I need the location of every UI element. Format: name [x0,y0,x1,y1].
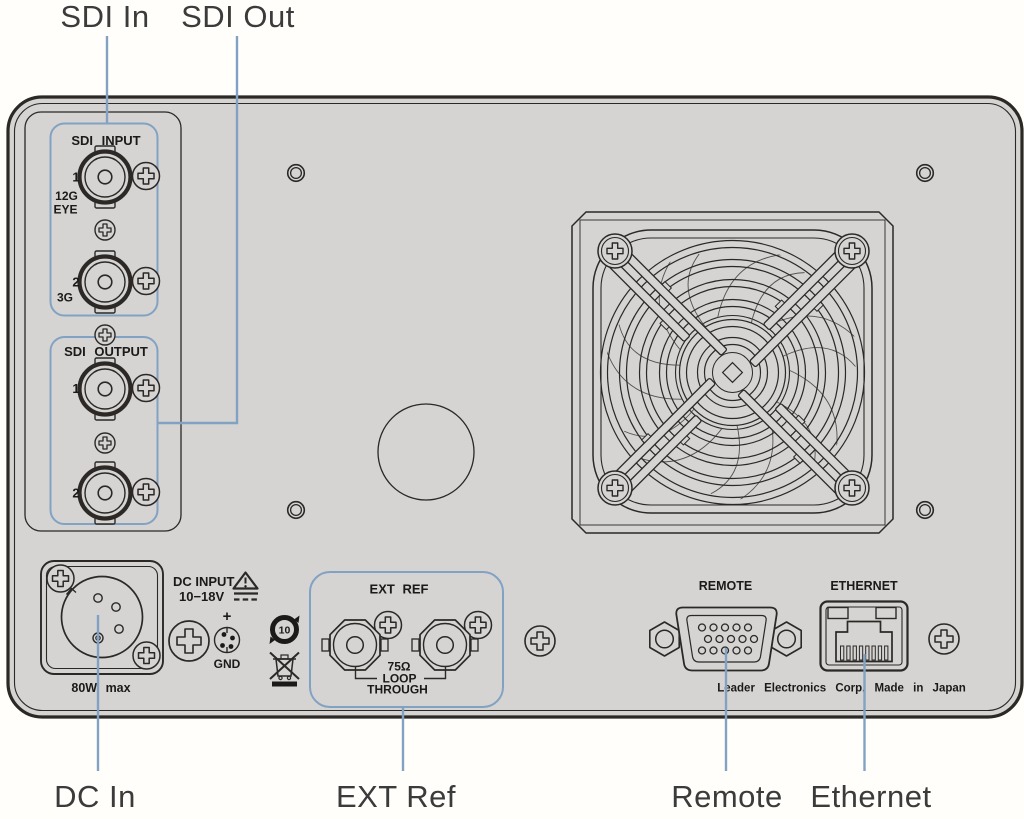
rj45-pins [840,645,889,661]
ext-ref-loop: LOOP [382,672,416,686]
sdi-output-1-label: 1 [72,381,79,396]
rj45-led-window [875,606,897,620]
ethernet-title: ETHERNET [830,579,898,593]
rj45-led-window [827,606,849,620]
fan-blades [605,245,857,500]
screw-icon [524,625,556,657]
screw-icon [94,432,116,454]
screw-icon [46,564,75,593]
sdi-input-section: SDI INPUT 1 12G EYE 2 3G [49,122,161,317]
db15-connector-shell [675,606,778,672]
screw-icon [597,470,633,506]
ext-ref-impedance: 75Ω [388,660,411,674]
rj45-port-opening [835,620,893,663]
loop-through-bracket-left [354,666,377,680]
sdi-input-outline-box [49,122,159,317]
remote-title: REMOTE [699,579,752,593]
screw-icon [132,641,161,670]
weee-bin-icon [269,651,300,687]
screw-icon [928,623,960,655]
callout-label-sdi-out: SDI Out [181,0,295,34]
sdi-input-2-rate: 3G [57,291,73,305]
fan-guard-outer [592,229,873,514]
screw-icon [834,233,870,269]
dc-voltage-label: 10−18V [179,589,225,604]
fan-plate-inner [579,219,886,526]
sdi-input-1-mode: EYE [53,203,77,217]
callout-lines [96,36,866,771]
sdi-input-1-label: 1 [72,170,79,185]
remote-section: REMOTE [648,579,803,672]
screw-icon [131,477,161,507]
callout-label-dc-in: DC In [54,779,136,814]
sdi-output-title: SDI OUTPUT [64,344,148,359]
callout-label-sdi-in: SDI In [60,0,149,34]
dc-power-rating: 80W max [71,681,130,695]
dc-input-label: DC INPUT [173,574,234,589]
xlr-connector-barrel [60,575,144,659]
callout-line-sdi-out [157,36,239,425]
fan-guard-rings [599,239,866,506]
ext-ref-through: THROUGH [367,683,428,697]
xlr-connector-frame-inner [45,565,159,670]
sdi-module-plate [24,111,182,532]
sdi-output-section: SDI OUTPUT 1 2 [49,324,161,524]
callout-label-remote: Remote [671,779,783,814]
screw-icon [131,373,161,403]
sdi-input-2-label: 2 [72,275,79,290]
sdi-input-title: SDI INPUT [71,133,140,148]
rohs-icon: 10 [269,615,300,644]
rear-panel: SDI INPUT 1 12G EYE 2 3G SDI OUTPUT 1 2 [6,95,1024,719]
xlr-pin [114,624,124,634]
ext-ref-section: EXT REF 75Ω LOOP THROUGH [309,571,504,708]
xlr-pin [111,602,121,612]
fan-assembly [571,211,894,534]
callout-label-ext-ref: EXT Ref [336,779,456,814]
callout-label-ethernet: Ethernet [810,779,931,814]
db15-connector-inset [686,614,767,663]
screw-icon [94,219,116,241]
sdi-input-1-rate: 12G [55,189,78,203]
screw-icon [168,620,210,662]
panel-outer-edge [6,95,1024,719]
hex-nut-icon [648,621,681,657]
xlr-connector-frame [40,560,164,675]
screw-icon [131,161,161,191]
screw-icon [597,233,633,269]
db15-pins [697,623,759,655]
screw-icon [94,324,116,346]
ext-ref-title: EXT REF [370,582,429,597]
screw-icon [834,470,870,506]
hex-nut-icon [770,621,803,657]
dc-input-section: 80W max DC INPUT 10−18V + [40,560,300,695]
callout-labels: SDI In SDI Out DC In EXT Ref Remote Ethe… [54,0,931,814]
panel-inner-edge [13,102,1017,712]
panel-round-opening [377,403,475,501]
screw-icon [131,266,161,296]
xlr-keyway [65,587,77,595]
dc-pinout-diagram: + GND [214,608,241,671]
ethernet-section: ETHERNET [819,579,909,672]
fan-plate [571,211,894,534]
dc-ground-label: GND [214,657,241,671]
xlr-pin [93,593,103,603]
loop-through-bracket-right [424,666,447,680]
ext-ref-outline-box [309,571,504,708]
sdi-output-2-label: 2 [72,486,79,501]
fan-guard-cross-brace [601,241,864,504]
manufacturer-label: Leader Electronics Corp. Made in Japan [717,683,966,695]
dc-symbol-icon [234,592,258,601]
dc-polarity-label: + [223,608,232,625]
warning-icon [232,571,259,590]
rohs-years-label: 10 [279,625,291,637]
